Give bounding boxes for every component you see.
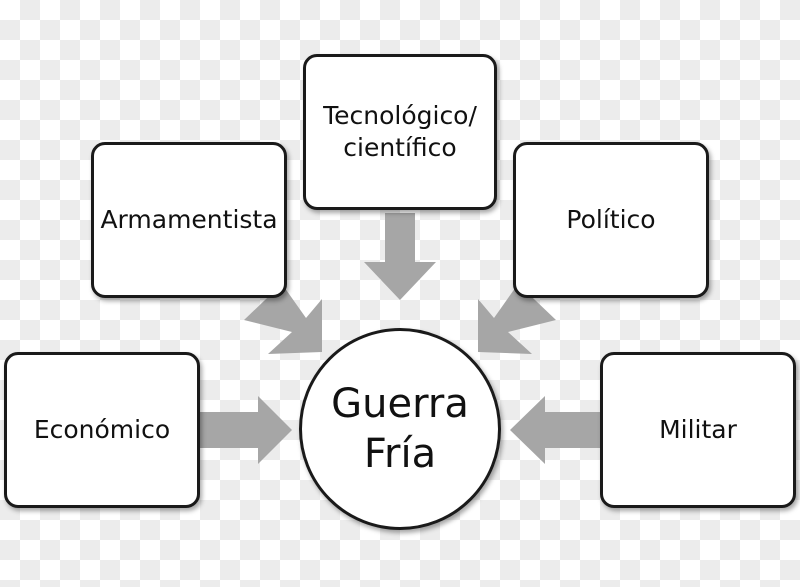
arrow-armamentista-to-center <box>244 284 322 354</box>
arrow-tecnologico-to-center <box>364 213 436 300</box>
node-armamentista: Armamentista <box>91 142 287 298</box>
node-label: Militar <box>659 414 737 444</box>
center-node-guerra-fria: Guerra Fría <box>299 328 501 530</box>
node-label: Armamentista <box>100 204 278 234</box>
node-economico: Económico <box>4 352 200 508</box>
arrow-politico-to-center <box>478 284 556 354</box>
node-label: Político <box>566 204 656 234</box>
node-politico: Político <box>513 142 709 298</box>
node-militar: Militar <box>600 352 796 508</box>
arrow-economico-to-center <box>200 396 292 464</box>
node-label: Económico <box>33 414 171 444</box>
arrow-militar-to-center <box>510 396 600 464</box>
node-label: Tecnológico/ científico <box>323 100 477 163</box>
center-label: Guerra Fría <box>331 381 469 477</box>
node-tecnologico-cientifico: Tecnológico/ científico <box>303 54 497 210</box>
